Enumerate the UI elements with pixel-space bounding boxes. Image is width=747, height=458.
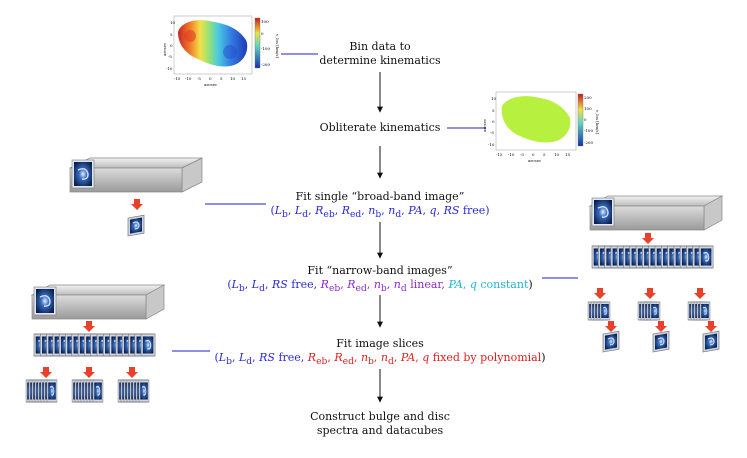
red-arrow-icon	[644, 288, 656, 299]
slice-tile	[698, 245, 714, 269]
obliterated-map: 200 100 0 -100 -200 v_los [km/s] arcsec …	[482, 91, 600, 163]
tick-label: 10	[230, 76, 236, 81]
tick-label: 5	[492, 108, 495, 113]
step-params: (Lb, Ld, Reb, Red, nb, nd, PA, q, RS fre…	[270, 204, 490, 221]
slice-tile	[46, 379, 58, 403]
slice-tile	[699, 301, 711, 321]
tick-label: -10	[488, 142, 495, 147]
red-arrow-icon	[131, 199, 143, 210]
tick-label: 5	[170, 32, 173, 37]
step-fit-image-slices: Fit image slices (Lb, Ld, RS free, Reb, …	[180, 337, 580, 369]
tick-label: 15	[241, 76, 247, 81]
tick-label: 5	[543, 152, 546, 157]
step-fit-broad-band: Fit single “broad-band image” (Lb, Ld, R…	[220, 190, 540, 222]
red-arrow-icon	[40, 367, 52, 378]
colorbar-tick: 100	[584, 106, 592, 111]
slice-tile	[138, 379, 150, 403]
step-title: Fit single “broad-band image”	[295, 190, 465, 203]
colorbar-label: v_los [km/s]	[595, 109, 600, 134]
tick-label: 15	[565, 152, 571, 157]
datacube-icon	[69, 157, 203, 193]
tick-label: 10	[554, 152, 560, 157]
step-obliterate: Obliterate kinematics	[300, 121, 460, 135]
red-arrow-icon	[705, 321, 717, 332]
red-arrow-icon	[83, 367, 95, 378]
tick-label: 10	[491, 96, 497, 101]
step-bin-data: Bin data to determine kinematics	[300, 40, 460, 68]
datacube-icon	[588, 195, 724, 231]
slice-tile	[649, 301, 661, 321]
image-stack	[33, 333, 156, 357]
red-arrow-icon	[126, 367, 138, 378]
colorbar-tick: -200	[584, 140, 593, 145]
colorbar-tick: -200	[261, 62, 270, 67]
red-arrow-icon	[642, 233, 654, 244]
axis-label: arcsec	[528, 158, 542, 163]
tick-label: 0	[492, 119, 495, 124]
colorbar-tick: -100	[261, 46, 270, 51]
colorbar-tick: 0	[261, 31, 264, 36]
slice-tile	[140, 333, 156, 357]
galaxy-image-icon	[702, 330, 720, 353]
galaxy-image-icon	[602, 330, 620, 353]
velocity-map: 100 0 -100 -200 v_los [km/s] arcsec 10 5…	[162, 15, 280, 87]
axis-label: arcsec	[204, 82, 218, 87]
colorbar-tick: 100	[261, 19, 269, 24]
red-arrow-icon	[83, 321, 95, 332]
step-construct: Construct bulge and disc spectra and dat…	[290, 410, 470, 438]
colorbar-tick: 0	[584, 117, 587, 122]
slice-tile	[92, 379, 104, 403]
step-line: Bin data to	[349, 40, 411, 53]
step-title: Fit image slices	[336, 337, 424, 350]
step-params: (Lb, Ld, RS free, Reb, Red, nb, nd linea…	[227, 278, 533, 295]
step-line: Construct bulge and disc	[310, 410, 450, 423]
image-stack	[25, 379, 150, 403]
tick-label: -10	[185, 76, 192, 81]
tick-label: 5	[220, 76, 223, 81]
colorbar-tick: -100	[584, 128, 593, 133]
tick-label: -10	[508, 152, 515, 157]
colorbar-tick: 200	[584, 95, 592, 100]
datacube-icon	[30, 284, 166, 320]
tick-label: -5	[168, 54, 172, 59]
galaxy-image-icon	[127, 214, 145, 237]
galaxy-image-icon	[652, 330, 670, 353]
red-arrow-icon	[605, 321, 617, 332]
image-stack	[591, 245, 714, 269]
axis-label: arcsec	[162, 42, 167, 56]
step-params: (Lb, Ld, RS free, Reb, Red, nb, nd, PA, …	[214, 351, 546, 368]
tick-label: 10	[170, 20, 176, 25]
red-arrow-icon	[655, 321, 667, 332]
tick-label: -5	[490, 130, 494, 135]
tick-label: -5	[520, 152, 524, 157]
tick-label: 0	[532, 152, 535, 157]
tick-label: 0	[209, 76, 212, 81]
tick-label: 0	[170, 43, 173, 48]
tick-label: -10	[166, 66, 173, 71]
step-line: Obliterate kinematics	[319, 121, 441, 134]
slice-tile	[599, 301, 611, 321]
tick-label: -15	[496, 152, 503, 157]
step-line: spectra and datacubes	[316, 424, 444, 437]
step-title: Fit “narrow-band images”	[307, 264, 453, 277]
step-fit-narrow-band: Fit “narrow-band images” (Lb, Ld, RS fre…	[180, 264, 580, 296]
red-arrow-icon	[694, 288, 706, 299]
image-stack	[587, 301, 711, 321]
axis-label: arcsec	[482, 118, 487, 132]
colorbar-label: v_los [km/s]	[275, 33, 280, 58]
red-arrow-icon	[594, 288, 606, 299]
step-line: determine kinematics	[319, 54, 441, 67]
tick-label: -15	[174, 76, 181, 81]
tick-label: -5	[197, 76, 201, 81]
